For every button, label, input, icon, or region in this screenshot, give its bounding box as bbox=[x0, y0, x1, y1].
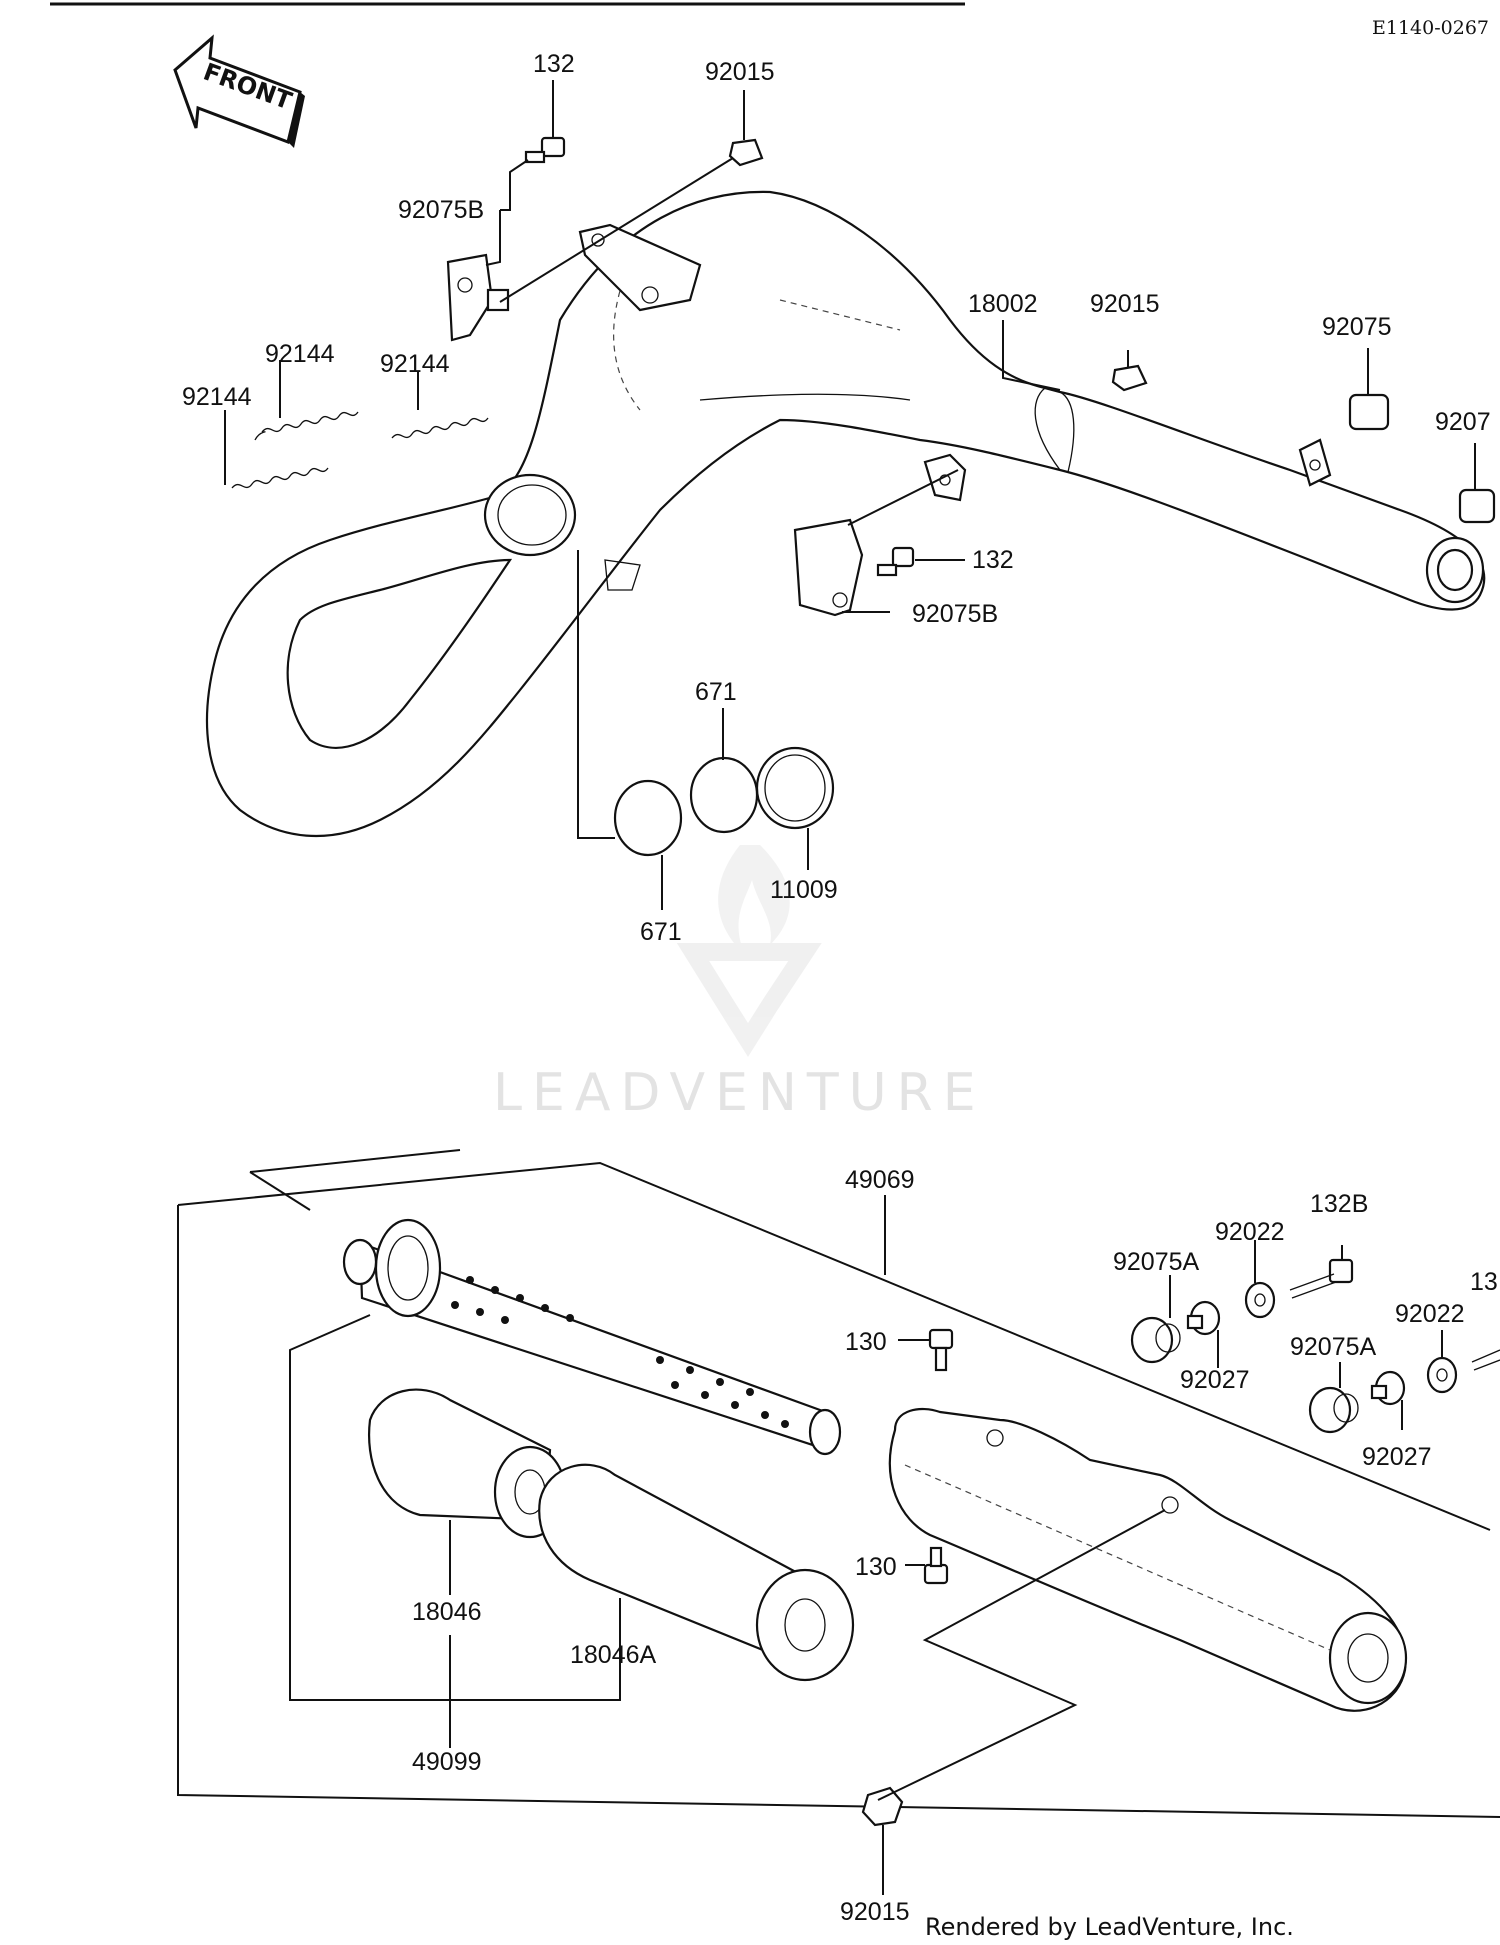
label-132-mid: 132 bbox=[972, 546, 1014, 574]
label-92144-b: 92144 bbox=[380, 350, 450, 378]
perforated-pipe-49099 bbox=[342, 1218, 842, 1456]
nut-92015-top bbox=[728, 138, 764, 167]
label-671-bottom: 671 bbox=[640, 918, 682, 946]
rubber-92075 bbox=[1348, 393, 1390, 431]
bolt-132-top bbox=[524, 136, 566, 164]
rubber-9207-edge bbox=[1458, 488, 1496, 524]
watermark-logo bbox=[676, 845, 822, 1057]
collar-92027-a bbox=[1186, 1300, 1221, 1336]
bolt-130-a bbox=[928, 1328, 954, 1372]
label-18046A: 18046A bbox=[570, 1641, 657, 1669]
label-132B: 132B bbox=[1310, 1190, 1368, 1218]
label-92144-a: 92144 bbox=[265, 340, 335, 368]
nut-92015-mid bbox=[1111, 364, 1148, 392]
gasket-11009 bbox=[755, 746, 835, 830]
label-92075: 92075 bbox=[1322, 313, 1392, 341]
watermark-text: LEADVENTURE bbox=[493, 1063, 986, 1123]
label-11009: 11009 bbox=[770, 876, 838, 904]
bracket-92075B-top bbox=[446, 253, 510, 342]
label-49069: 49069 bbox=[845, 1166, 915, 1194]
label-130-b: 130 bbox=[855, 1553, 897, 1581]
label-18002: 18002 bbox=[968, 290, 1038, 318]
spring-92144-b bbox=[391, 417, 489, 439]
muffler-assembly-outline bbox=[177, 1205, 1500, 1818]
label-92027-a: 92027 bbox=[1180, 1366, 1250, 1394]
rubber-92075A-a bbox=[1130, 1316, 1181, 1364]
washer-92022-b bbox=[1426, 1356, 1458, 1394]
spring-92144-c bbox=[231, 467, 329, 489]
label-18046: 18046 bbox=[412, 1598, 482, 1626]
label-92027-b: 92027 bbox=[1362, 1443, 1432, 1471]
gasket-671-b bbox=[689, 756, 759, 834]
bracket-92075B-mid bbox=[793, 518, 864, 617]
washer-92022-a bbox=[1244, 1281, 1276, 1319]
label-130-a: 130 bbox=[845, 1328, 887, 1356]
label-92015-top: 92015 bbox=[705, 58, 775, 86]
label-92015-bottom: 92015 bbox=[840, 1898, 910, 1926]
bolt-132-mid bbox=[876, 546, 915, 577]
label-92015-mid: 92015 bbox=[1090, 290, 1160, 318]
gasket-671-a bbox=[613, 779, 683, 857]
label-92022-b: 92022 bbox=[1395, 1300, 1465, 1328]
packing-18046A bbox=[538, 1463, 855, 1682]
bolt-13-edge bbox=[1471, 1349, 1500, 1371]
spring-92144-a bbox=[254, 411, 359, 441]
nut-92015-bottom bbox=[861, 1786, 904, 1827]
front-arrow-icon: FRONT bbox=[173, 34, 305, 148]
bolt-132B bbox=[1289, 1258, 1354, 1299]
silencer-body-49069 bbox=[888, 1408, 1408, 1712]
label-92075A-b: 92075A bbox=[1290, 1333, 1377, 1361]
label-13-edge: 13 bbox=[1470, 1268, 1498, 1296]
label-92075B-mid: 92075B bbox=[912, 600, 998, 628]
label-49099: 49099 bbox=[412, 1748, 482, 1776]
render-credit: Rendered by LeadVenture, Inc. bbox=[925, 1913, 1294, 1941]
collar-92027-b bbox=[1370, 1370, 1406, 1406]
label-132-top: 132 bbox=[533, 50, 575, 78]
diagram-code: E1140-0267 bbox=[1372, 17, 1489, 39]
label-9207-edge: 9207 bbox=[1435, 408, 1491, 436]
rubber-92075A-b bbox=[1308, 1386, 1359, 1434]
label-92075B-top: 92075B bbox=[398, 196, 484, 224]
label-92022-a: 92022 bbox=[1215, 1218, 1285, 1246]
label-671-top: 671 bbox=[695, 678, 737, 706]
exhaust-chamber-18002 bbox=[206, 190, 1486, 838]
bolt-130-b bbox=[923, 1546, 949, 1585]
packing-18046 bbox=[368, 1388, 567, 1539]
label-92144-c: 92144 bbox=[182, 383, 252, 411]
label-92075A-a: 92075A bbox=[1113, 1248, 1200, 1276]
